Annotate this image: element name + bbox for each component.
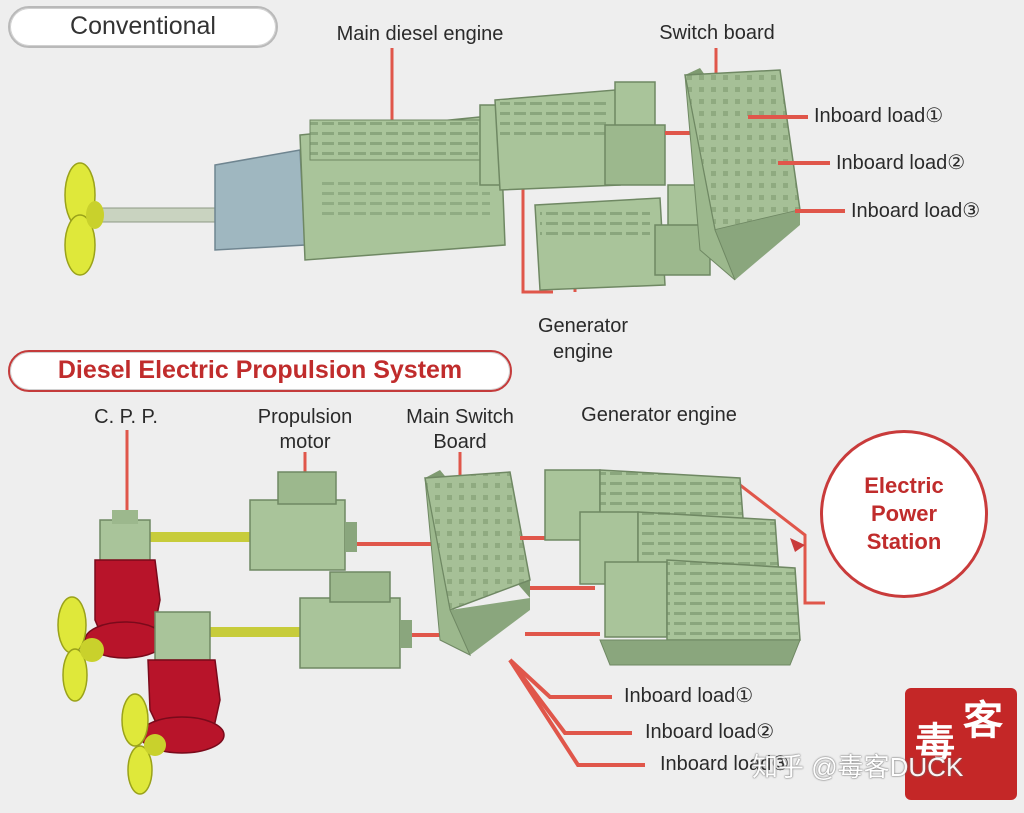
main-switch-board-label-line2: Board	[433, 431, 487, 453]
conv-inboard-load-2: Inboard load②	[836, 152, 966, 174]
seal-char-2: 客	[963, 699, 1003, 743]
conventional-title: Conventional	[8, 6, 278, 48]
station-arrow	[790, 538, 805, 552]
cpp-label: C. P. P.	[94, 406, 158, 428]
cpp-pod-upper	[84, 510, 166, 659]
station-line-3: Station	[866, 529, 942, 554]
seal-stamp: 毒 客	[905, 688, 1017, 800]
main-switch-board-label-line1: Main Switch	[406, 406, 514, 428]
dep-section	[57, 430, 825, 795]
station-line-1: Electric	[864, 473, 944, 498]
conventional-section	[64, 48, 845, 294]
conv-inboard-load-3: Inboard load③	[851, 200, 981, 222]
generator-engine-dep-label: Generator engine	[581, 404, 737, 426]
propulsion-motor-label-line2: motor	[279, 431, 331, 453]
propulsion-motor-upper	[249, 471, 357, 571]
load-lines-conventional	[748, 115, 845, 213]
main-switch-board	[424, 470, 531, 657]
generator-engine-label-line1: Generator	[537, 315, 629, 337]
dep-inboard-load-3: Inboard load③	[660, 753, 790, 775]
propulsion-motor-label-line1: Propulsion	[257, 406, 353, 428]
load-lines-dep	[508, 658, 645, 767]
seal-char-1: 毒	[915, 721, 955, 765]
watermark-text: 知乎 @毒客DUCK	[752, 752, 964, 782]
propulsion-shafts	[150, 532, 305, 637]
propeller-dep-lower	[121, 693, 166, 795]
propeller-conventional	[64, 162, 104, 276]
generator-engine-3	[599, 559, 801, 666]
propeller-shaft	[94, 207, 236, 223]
propeller-dep-upper	[57, 596, 104, 702]
dep-title: Diesel Electric Propulsion System	[8, 350, 512, 392]
station-line-2: Power	[870, 501, 938, 526]
main-diesel-engine-label: Main diesel engine	[336, 23, 504, 45]
conv-inboard-load-1: Inboard load①	[814, 105, 944, 127]
dep-inboard-load-1: Inboard load①	[624, 685, 754, 707]
generator-set-lower	[534, 184, 711, 291]
propulsion-motor-lower	[299, 571, 412, 669]
switch-board	[684, 68, 801, 281]
generator-engine-label-line2: engine	[552, 341, 614, 363]
generator-set-upper	[494, 81, 666, 191]
switch-board-label: Switch board	[659, 22, 775, 44]
electric-power-station-badge: Electric Power Station	[820, 430, 988, 598]
dep-inboard-load-2: Inboard load②	[645, 721, 775, 743]
